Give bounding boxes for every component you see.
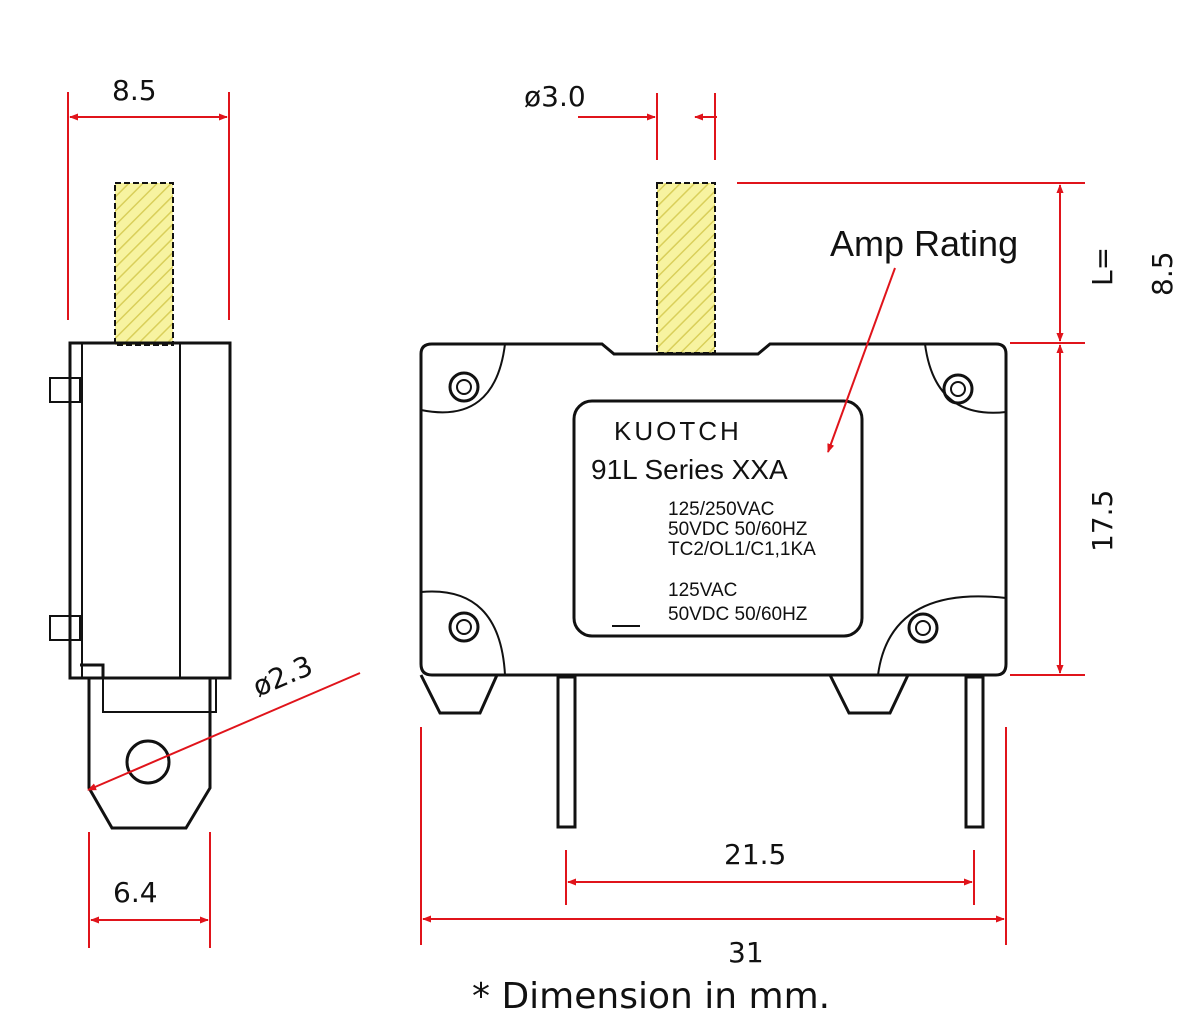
- mounting-hole-top-left: [448, 371, 480, 403]
- front-view: KUOTCH 91L Series XXA 125/250VAC 50VDC 5…: [419, 80, 1179, 969]
- side-view: 8.5 6.4 ø2.3: [49, 74, 361, 948]
- dim-terminal-width: 6.4: [113, 876, 158, 909]
- dim-side-width: 8.5: [112, 74, 157, 107]
- dim-body-height: 17.5: [1086, 490, 1119, 552]
- amp-rating-callout: Amp Rating: [830, 223, 1018, 264]
- pin-left: [556, 675, 577, 829]
- rating-label: [572, 399, 864, 638]
- label-series: 91L Series XXA: [591, 454, 788, 485]
- pin-right: [964, 675, 985, 829]
- mounting-hole-bottom-left: [448, 611, 480, 643]
- side-terminal: [87, 678, 212, 830]
- front-body: [419, 342, 1008, 677]
- mounting-hole-bottom-right: [907, 612, 939, 644]
- side-actuator: [114, 182, 174, 346]
- label-brand: KUOTCH: [614, 416, 742, 446]
- dim-actuator-diameter: ø3.0: [524, 80, 586, 113]
- label-rating-line-1: 125/250VAC: [668, 499, 774, 520]
- footnote: * Dimension in mm.: [472, 976, 830, 1017]
- side-body: [68, 341, 232, 680]
- dim-pin-spacing: 21.5: [724, 838, 786, 871]
- label-rating-line-4: 125VAC: [668, 580, 737, 601]
- mounting-hole-top-right: [942, 373, 974, 405]
- terminal-hole: [125, 739, 171, 785]
- label-rating-line-5: 50VDC 50/60HZ: [668, 604, 808, 625]
- label-rating-line-2: 50VDC 50/60HZ: [668, 519, 808, 540]
- dim-overall-length: 31: [728, 936, 764, 969]
- front-actuator: [656, 182, 716, 354]
- dim-actuator-length-prefix: L=: [1086, 247, 1119, 286]
- dim-actuator-length: 8.5: [1146, 251, 1179, 296]
- label-rating-line-3: TC2/OL1/C1,1KA: [668, 539, 816, 560]
